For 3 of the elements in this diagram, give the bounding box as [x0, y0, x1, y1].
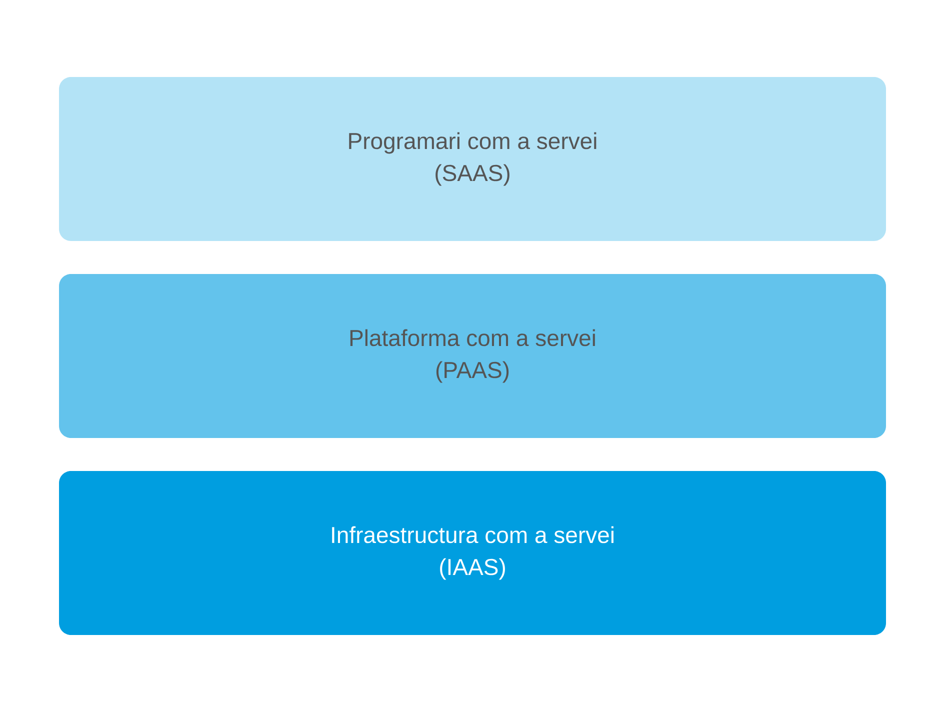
layer-box: Plataforma com a servei (PAAS) [59, 274, 886, 438]
layer-box: Infraestructura com a servei (IAAS) [59, 471, 886, 635]
layer-box: Programari com a servei (SAAS) [59, 77, 886, 241]
